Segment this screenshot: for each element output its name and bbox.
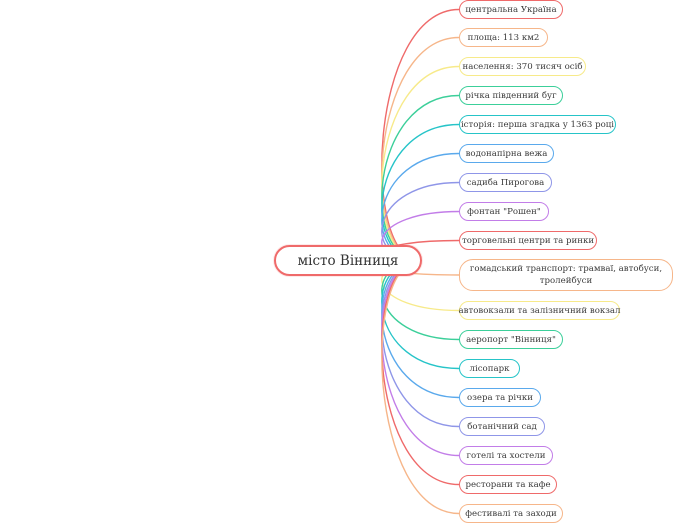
branch-connector [381, 36, 460, 262]
branch-topic[interactable]: площа: 113 км2 [459, 28, 548, 47]
branch-topic[interactable]: торговельні центри та ринки [459, 231, 597, 250]
branch-topic[interactable]: ботанічний сад [459, 417, 545, 436]
branch-topic[interactable]: озера та річки [459, 388, 541, 407]
branch-topic[interactable]: річка південний буг [459, 86, 563, 105]
branch-topic[interactable]: центральна Україна [459, 0, 563, 19]
branch-topic[interactable]: садиба Пирогова [459, 173, 552, 192]
branch-topic[interactable]: фестивалі та заходи [459, 504, 563, 523]
central-topic[interactable]: місто Вінниця [274, 245, 422, 276]
branch-topic[interactable]: історія: перша згадка у 1363 році [459, 115, 616, 134]
branch-topic[interactable]: лісопарк [459, 359, 520, 378]
branch-topic[interactable]: населення: 370 тисяч осіб [459, 57, 586, 76]
branch-topic[interactable]: ресторани та кафе [459, 475, 557, 494]
branch-topic[interactable]: фонтан "Рошен" [459, 202, 549, 221]
branch-topic[interactable]: водонапірна вежа [459, 144, 554, 163]
branch-topic[interactable]: готелі та хостели [459, 446, 553, 465]
branch-topic[interactable]: гомадський транспорт: трамваї, автобуси,… [459, 259, 673, 291]
branch-topic[interactable]: аеропорт "Вінниця" [459, 330, 563, 349]
branch-connector [381, 260, 460, 486]
branch-topic[interactable]: автовокзали та залізничний вокзал [458, 301, 621, 320]
